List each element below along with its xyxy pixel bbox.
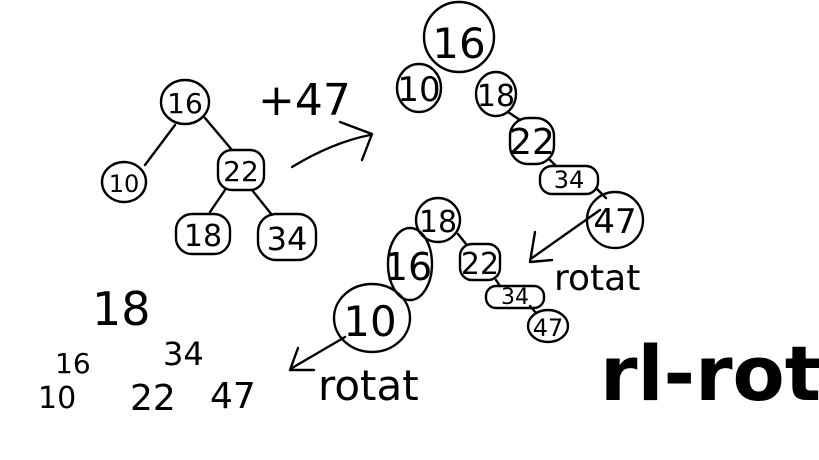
node-circle bbox=[159, 78, 211, 126]
edge bbox=[506, 110, 522, 122]
node-circle bbox=[474, 70, 518, 118]
node-left-label: 10 bbox=[109, 170, 140, 198]
node-right-left-label: 18 bbox=[184, 219, 222, 254]
node-label: 18 bbox=[419, 205, 457, 240]
node-circle bbox=[484, 284, 546, 310]
edge bbox=[528, 304, 538, 315]
initial-tree: 16 10 22 18 34 bbox=[100, 78, 318, 262]
result-right-left-label: 22 bbox=[130, 378, 176, 419]
result-right-label: 34 bbox=[163, 335, 204, 373]
node-label: 47 bbox=[533, 314, 564, 342]
node-circle bbox=[256, 212, 318, 262]
result-root-label: 18 bbox=[92, 282, 151, 336]
node-circle bbox=[332, 282, 412, 354]
arrow-insert bbox=[290, 133, 372, 169]
node-label: 22 bbox=[461, 247, 499, 282]
arrow-head bbox=[288, 346, 316, 372]
node-circle bbox=[414, 196, 462, 244]
node-right-label: 22 bbox=[223, 155, 259, 188]
edge bbox=[594, 186, 608, 200]
node-circle bbox=[458, 242, 502, 282]
arrow-rotation-1 bbox=[530, 208, 602, 260]
node-circle bbox=[538, 164, 600, 196]
result-right-right-label: 47 bbox=[210, 376, 256, 417]
node-right-right-label: 34 bbox=[267, 220, 308, 258]
result-left-label: 16 bbox=[55, 347, 91, 380]
edge bbox=[250, 188, 274, 217]
node-label: 10 bbox=[343, 297, 396, 346]
edge bbox=[143, 123, 177, 167]
insert-label: +47 bbox=[258, 75, 351, 126]
result-tree: 18 16 34 10 22 47 bbox=[38, 282, 256, 419]
node-circle bbox=[386, 226, 434, 302]
node-label: 47 bbox=[593, 202, 636, 242]
node-circle bbox=[100, 160, 148, 204]
edge bbox=[203, 116, 234, 152]
result-left-left-label: 10 bbox=[38, 381, 76, 416]
edge bbox=[456, 232, 468, 246]
rotation-1-label: rotat bbox=[554, 258, 640, 299]
node-label: 18 bbox=[477, 79, 515, 114]
tree-after-insert: 16 10 18 22 34 47 bbox=[395, 0, 645, 250]
node-label: 16 bbox=[432, 19, 485, 68]
node-root-label: 16 bbox=[167, 87, 203, 120]
edge bbox=[208, 188, 227, 214]
node-label: 16 bbox=[384, 245, 432, 289]
node-label: 34 bbox=[554, 166, 585, 194]
arrow-head bbox=[338, 120, 374, 162]
node-circle bbox=[508, 116, 556, 166]
node-label: 22 bbox=[509, 122, 555, 163]
tree-after-rotation: 18 16 10 22 34 47 bbox=[332, 196, 570, 354]
node-label: 10 bbox=[397, 70, 440, 110]
node-circle bbox=[395, 62, 443, 114]
node-label: 34 bbox=[501, 285, 529, 310]
node-circle bbox=[216, 148, 266, 192]
node-circle bbox=[422, 0, 496, 74]
arrow-head bbox=[528, 230, 554, 264]
node-circle bbox=[526, 308, 570, 344]
node-circle bbox=[174, 212, 232, 256]
rotation-2-label: rotat bbox=[318, 361, 419, 410]
big-rotation-label: rl-rota bbox=[600, 329, 819, 418]
arrow-rotation-2 bbox=[290, 335, 347, 370]
